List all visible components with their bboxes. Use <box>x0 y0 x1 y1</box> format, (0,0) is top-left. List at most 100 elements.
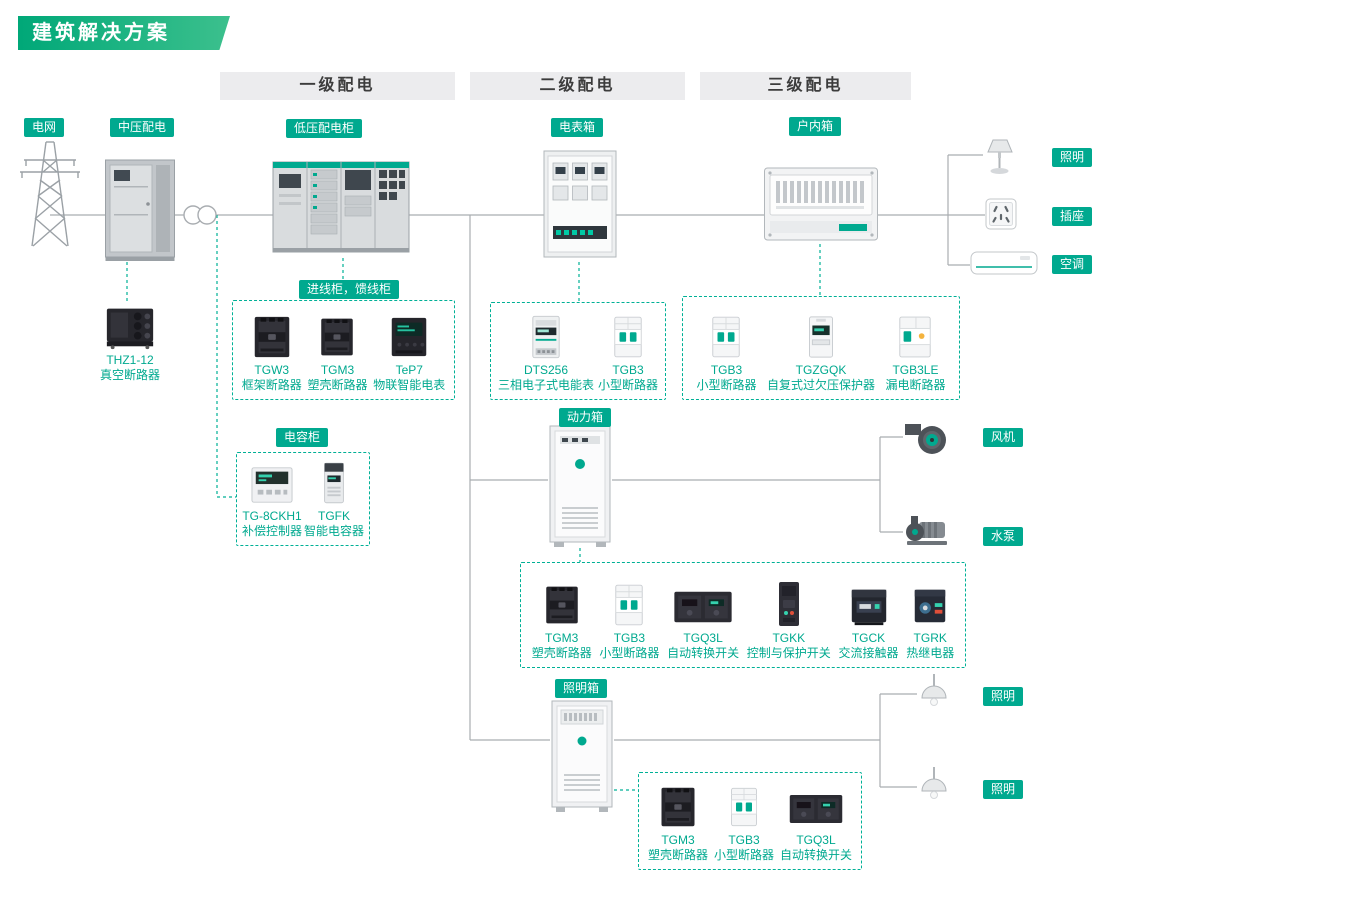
product-group-lighting: TGM3 塑壳断路器 TGB3 小型断路器 TGQ3L 自动转换开关 <box>638 772 862 870</box>
product-name: TGB3 <box>728 833 760 847</box>
molded-case-breaker-image <box>656 784 700 830</box>
lighting-distribution-cabinet-image <box>551 700 613 812</box>
frame-breaker-image <box>249 314 295 360</box>
badge-power-box: 动力箱 <box>559 408 612 427</box>
badge-lighting-top: 照明 <box>1052 148 1093 167</box>
product-name: TGM3 <box>545 631 579 645</box>
product-desc: 塑壳断路器 <box>307 378 368 392</box>
product-card: TGQ3L 自动转换开关 <box>780 788 852 863</box>
header-level-1: 一级配电 <box>220 72 455 100</box>
badge-pump: 水泵 <box>983 527 1024 546</box>
product-name: TGB3LE <box>892 363 939 377</box>
product-card: TGB3 小型断路器 <box>598 314 658 393</box>
product-card: TGM3 塑壳断路器 <box>648 784 708 863</box>
badge-lighting-mid: 照明 <box>983 687 1024 706</box>
product-desc: 框架断路器 <box>241 378 302 392</box>
mini-breaker-image <box>709 314 743 360</box>
product-card: TGQ3L 自动转换开关 <box>667 586 739 661</box>
product-name: TGKK <box>772 631 806 645</box>
product-group-incoming: TGW3 框架断路器 TGM3 塑壳断路器 TeP7 物联智能电表 <box>232 300 455 400</box>
product-name: TGCK <box>851 631 886 645</box>
product-card: TGB3 小型断路器 <box>599 582 659 661</box>
bus-lines <box>50 154 985 788</box>
badge-mv-distribution: 中压配电 <box>110 118 175 137</box>
product-card: TGB3 小型断路器 <box>714 784 774 863</box>
compensation-controller-image <box>249 464 295 506</box>
vacuum-breaker-image <box>103 304 157 350</box>
socket-icon <box>985 198 1017 230</box>
product-name: TGB3 <box>612 363 644 377</box>
lv-switchgear-image <box>272 161 410 253</box>
product-name: TGB3 <box>613 631 646 645</box>
product-desc: 交流接触器 <box>838 646 899 660</box>
badge-lighting-bottom: 照明 <box>983 780 1024 799</box>
transfer-switch-image <box>672 586 734 628</box>
mini-breaker-image <box>612 582 646 628</box>
badge-lv-cabinet: 低压配电柜 <box>286 119 363 138</box>
energy-meter-image <box>530 314 562 360</box>
badge-capacitor-cabinet: 电容柜 <box>276 428 329 447</box>
product-desc: 补偿控制器 <box>241 524 302 538</box>
product-desc: 自动转换开关 <box>667 646 740 660</box>
mini-breaker-image <box>611 314 645 360</box>
voltage-protector-image <box>804 314 838 360</box>
badge-grid: 电网 <box>24 118 65 137</box>
badge-socket: 插座 <box>1052 207 1093 226</box>
power-distribution-cabinet-image <box>549 425 611 547</box>
product-group-indoor: TGB3 小型断路器 TGZGQK 自复式过欠压保护器 TGB3LE 漏电断路器 <box>682 296 960 400</box>
molded-case-breaker-image <box>316 314 358 360</box>
fan-icon <box>905 424 946 454</box>
mini-breaker-image <box>728 784 760 830</box>
smart-meter-image <box>387 314 431 360</box>
product-desc: 三相电子式电能表 <box>497 378 594 392</box>
air-conditioner-icon <box>970 251 1038 275</box>
leakage-breaker-image <box>896 314 934 360</box>
product-card: TGM3 塑壳断路器 <box>532 582 592 661</box>
product-name: TGQ3L <box>796 833 836 847</box>
product-name: TGQ3L <box>683 631 723 645</box>
product-name: TGW3 <box>254 363 290 377</box>
transformer-symbol <box>183 205 217 225</box>
product-desc: 塑壳断路器 <box>647 848 708 862</box>
page-title: 建筑解决方案 <box>18 16 230 50</box>
product-desc: 智能电容器 <box>303 524 364 538</box>
badge-meter-box: 电表箱 <box>551 118 604 137</box>
badge-lighting-box: 照明箱 <box>555 679 608 698</box>
header-level-3: 三级配电 <box>700 72 911 100</box>
product-name: TGB3 <box>710 363 743 377</box>
product-group-capacitor: TG-8CKH1 补偿控制器 TGFK 智能电容器 <box>236 452 370 546</box>
product-card: TGZGQK 自复式过欠压保护器 <box>767 314 875 393</box>
product-name: TGM3 <box>320 363 355 377</box>
product-desc: 热继电器 <box>906 646 955 660</box>
product-card: TG-8CKH1 补偿控制器 <box>242 464 302 539</box>
transfer-switch-image <box>788 788 844 830</box>
header-level-2: 二级配电 <box>470 72 685 100</box>
product-name: THZ1-12 <box>106 353 154 367</box>
product-group-meter: DTS256 三相电子式电能表 TGB3 小型断路器 <box>490 302 666 400</box>
product-desc: 小型断路器 <box>599 646 660 660</box>
molded-case-breaker-image <box>541 582 583 628</box>
product-card: TGM3 塑壳断路器 <box>307 314 368 393</box>
product-name: TGRK <box>913 631 947 645</box>
product-name: TGZGQK <box>795 363 847 377</box>
product-desc: 物联智能电表 <box>373 378 446 392</box>
product-desc: 漏电断路器 <box>885 378 946 392</box>
product-name: TG-8CKH1 <box>242 509 302 523</box>
product-desc: 塑壳断路器 <box>531 646 592 660</box>
water-pump-icon <box>906 516 947 545</box>
product-card: TGRK 热继电器 <box>906 584 954 661</box>
product-card: TGFK 智能电容器 <box>304 460 364 539</box>
product-desc: 小型断路器 <box>713 848 774 862</box>
product-name: TeP7 <box>395 363 423 377</box>
indoor-box-image <box>764 167 878 241</box>
product-card: TGB3 小型断路器 <box>696 314 757 393</box>
product-card: TGKK 控制与保护开关 <box>747 580 831 661</box>
pendant-lamp-icon <box>921 767 947 799</box>
pendant-lamp-icon <box>921 674 947 706</box>
badge-indoor-box: 户内箱 <box>789 117 842 136</box>
badge-incoming-feeder: 进线柜，馈线柜 <box>299 280 400 299</box>
product-desc: 控制与保护开关 <box>746 646 831 660</box>
product-card: TGW3 框架断路器 <box>242 314 302 393</box>
smart-capacitor-image <box>318 460 350 506</box>
